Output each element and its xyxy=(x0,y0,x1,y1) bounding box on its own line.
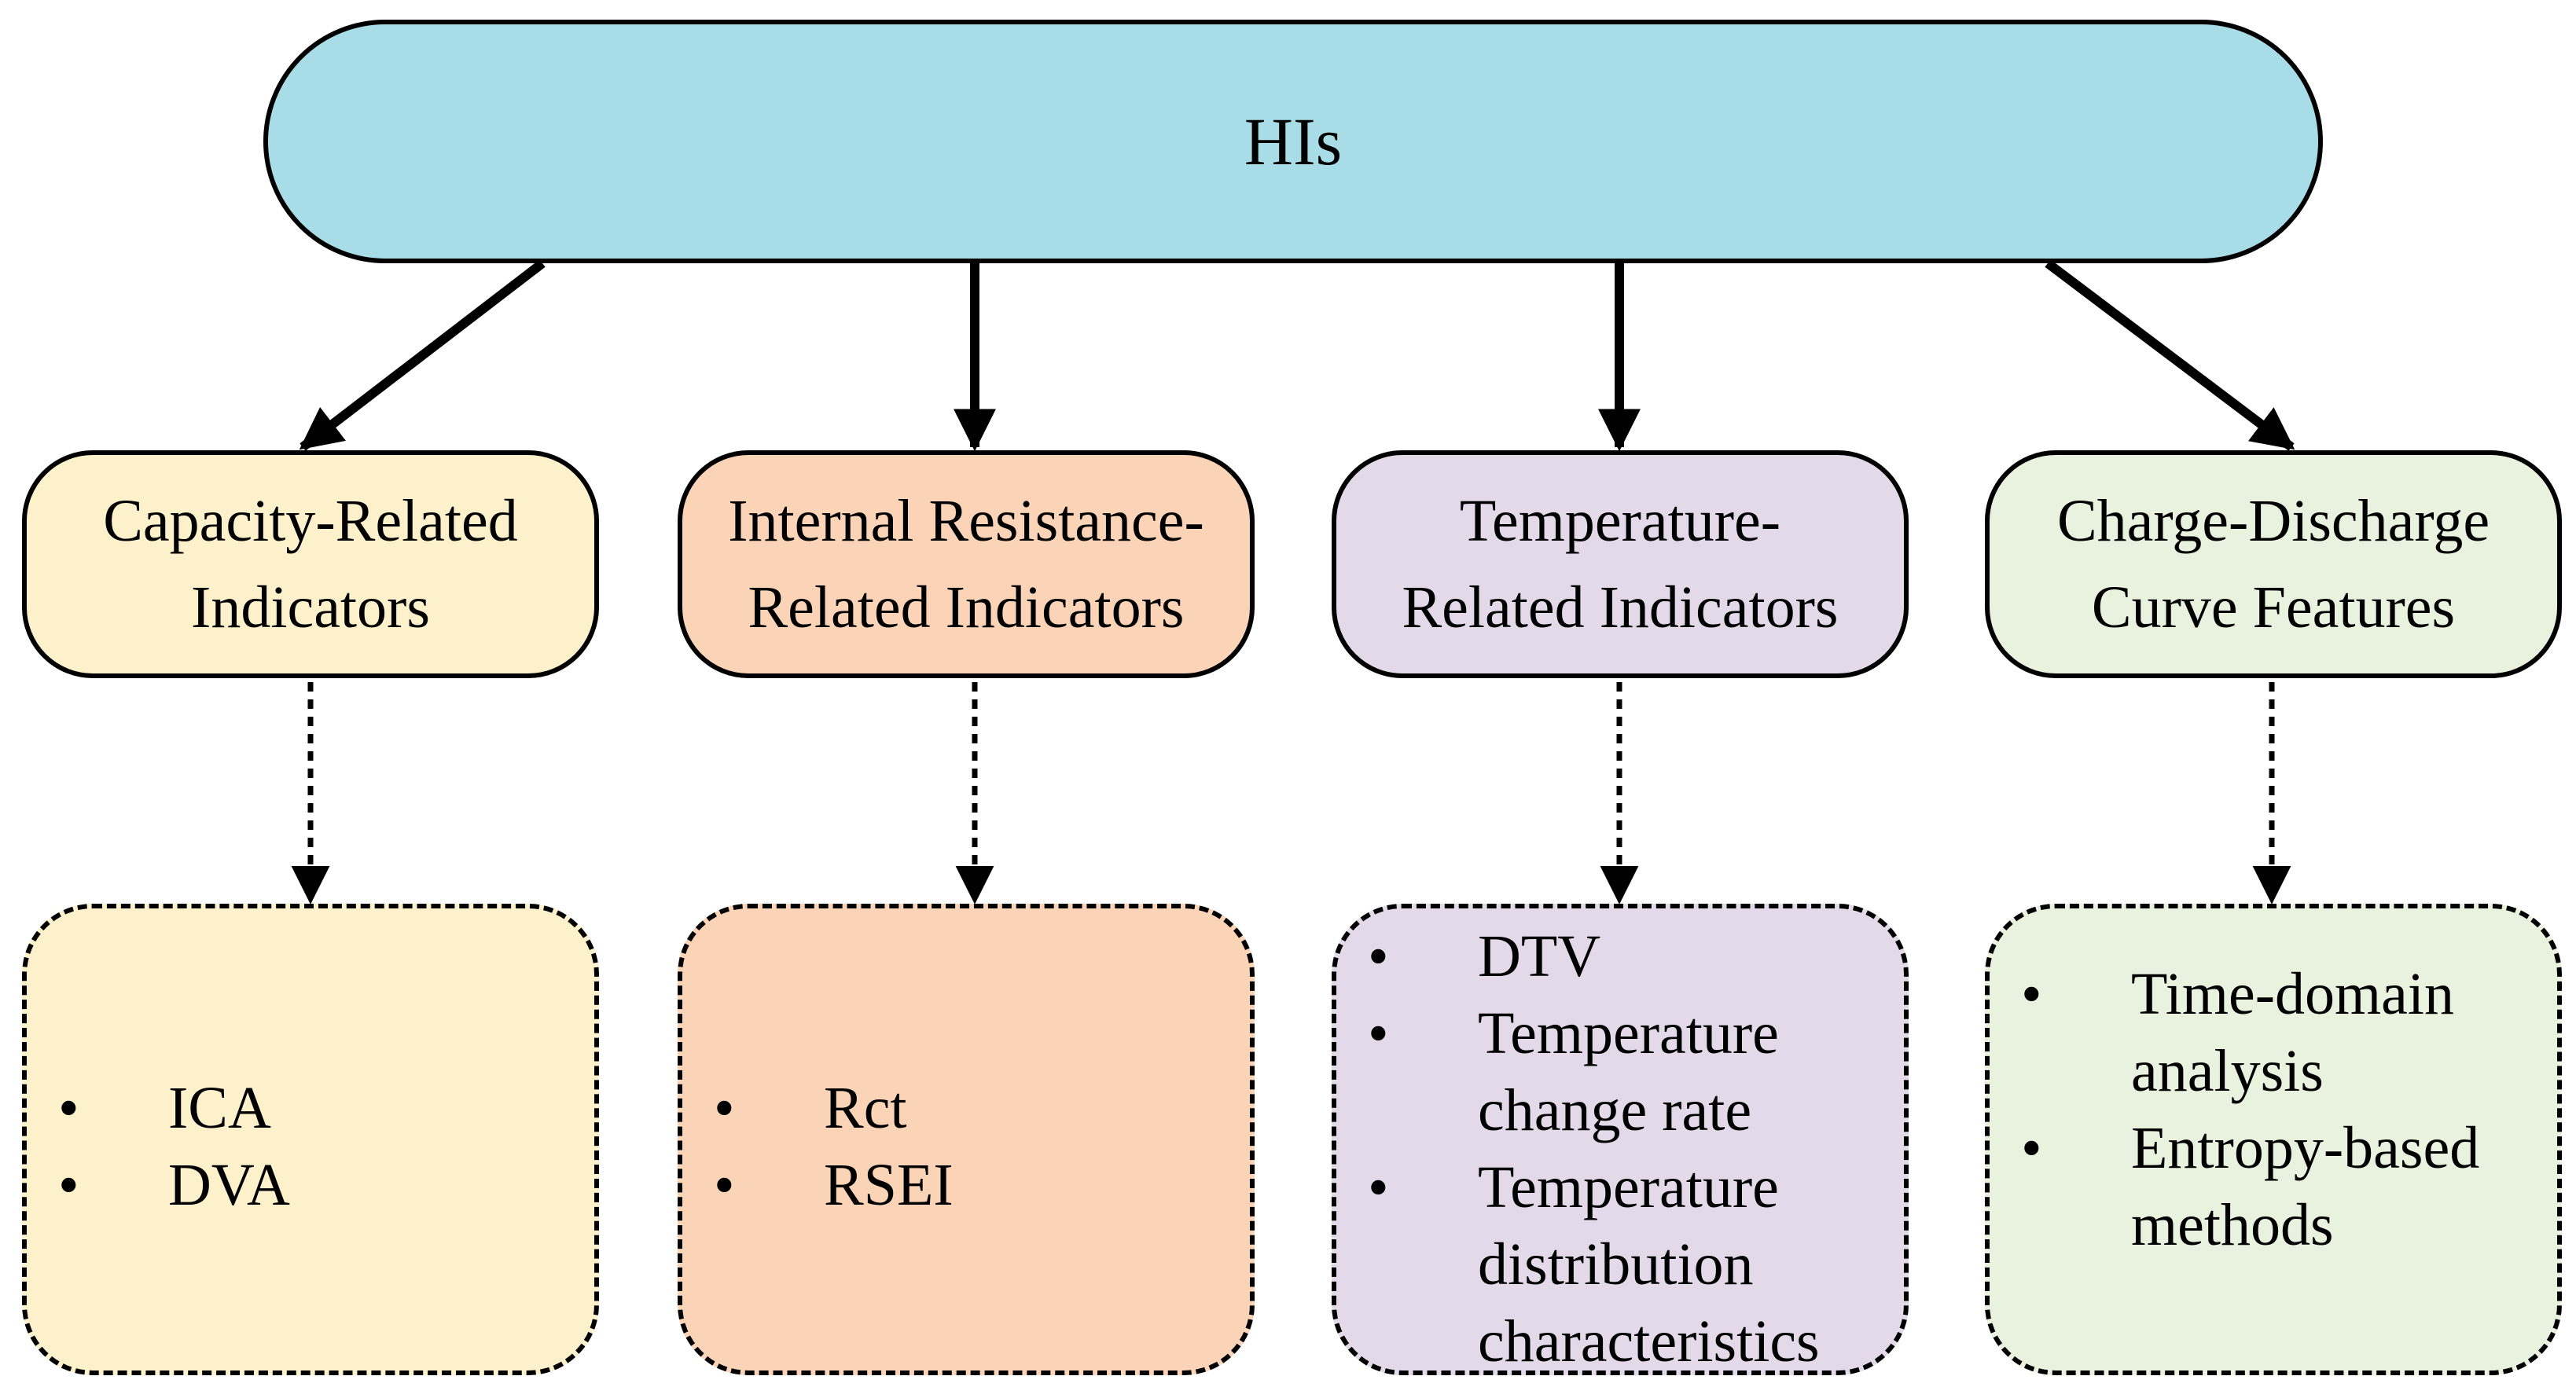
category-label-line2: Related Indicators xyxy=(748,574,1185,640)
category-label-line2: Indicators xyxy=(191,574,430,640)
arrow-root-to-curve xyxy=(2045,259,2295,451)
category-capacity-related: Capacity-Related Indicators xyxy=(22,450,599,678)
category-internal-resistance: Internal Resistance- Related Indicators xyxy=(678,450,1255,678)
category-charge-discharge: Charge-Discharge Curve Features xyxy=(1985,450,2562,678)
list-item: Entropy-based methods xyxy=(1990,1110,2534,1264)
details-list: ICA DVA xyxy=(27,1070,594,1224)
details-temperature: DTV Temperature change rate Temperature … xyxy=(1332,904,1909,1375)
list-item: DVA xyxy=(27,1147,594,1224)
list-item: Temperature change rate xyxy=(1336,995,1857,1149)
category-label-line2: Curve Features xyxy=(2091,574,2456,640)
category-label-line1: Charge-Discharge xyxy=(2056,488,2490,554)
details-capacity: ICA DVA xyxy=(22,904,599,1375)
list-item: ICA xyxy=(27,1070,594,1147)
category-label-line1: Capacity-Related xyxy=(103,488,518,554)
details-internal-resistance: Rct RSEI xyxy=(678,904,1255,1375)
list-item: DTV xyxy=(1336,918,1857,995)
root-label: HIs xyxy=(1244,104,1343,179)
list-item: Time-domain analysis xyxy=(1990,956,2534,1110)
details-charge-discharge: Time-domain analysis Entropy-based metho… xyxy=(1985,904,2562,1375)
category-label-line2: Related Indicators xyxy=(1402,574,1839,640)
list-item: Rct xyxy=(682,1070,1250,1147)
details-list: DTV Temperature change rate Temperature … xyxy=(1336,918,1857,1380)
arrow-root-to-capacity xyxy=(299,259,546,451)
details-list: Rct RSEI xyxy=(682,1070,1250,1224)
details-list: Time-domain analysis Entropy-based metho… xyxy=(1990,956,2534,1264)
list-item: RSEI xyxy=(682,1147,1250,1224)
list-item: Temperature distribution characteristics xyxy=(1336,1149,1857,1380)
root-node-his: HIs xyxy=(263,20,2323,263)
category-label-line1: Internal Resistance- xyxy=(728,488,1204,554)
category-label-line1: Temperature- xyxy=(1459,488,1781,554)
category-temperature-related: Temperature- Related Indicators xyxy=(1332,450,1909,678)
